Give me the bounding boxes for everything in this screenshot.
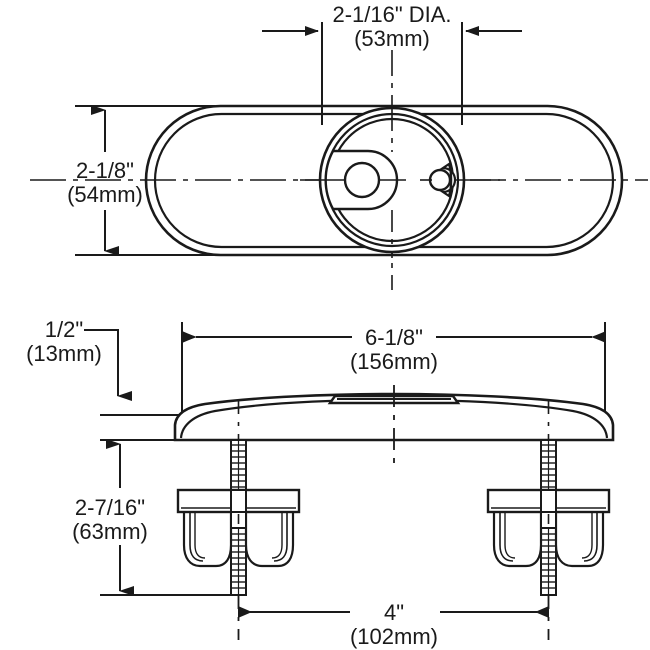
bolt-spacing-arrowhead-left <box>238 606 252 618</box>
left-clamp-leg-shade-4 <box>271 510 283 559</box>
thickness-leader-line <box>84 329 132 401</box>
length-dim-imperial: 6-1/8" <box>365 325 423 350</box>
right-bolt-shank-at-bar <box>540 489 557 513</box>
thickness-dim-metric: (13mm) <box>26 341 102 366</box>
length-arrowhead-right <box>592 331 606 343</box>
plate-width-dim-metric: (54mm) <box>67 182 143 207</box>
right-clamp-leg-outer <box>554 506 605 568</box>
overflow-small-hole <box>428 168 452 192</box>
bolt-spacing-dim-imperial: 4" <box>384 600 404 625</box>
depth-dim-metric: (63mm) <box>72 519 148 544</box>
right-bolt-clamp-assembly <box>486 400 611 640</box>
depth-dim-imperial: 2-7/16" <box>75 495 145 520</box>
right-clamp-leg-inner <box>492 506 543 568</box>
left-clamp-leg-outer <box>244 506 295 568</box>
plate-width-dim-imperial: 2-1/8" <box>76 158 134 183</box>
top-view-group: 2-1/16" DIA. (53mm) 2-1/8" (54mm) <box>30 2 648 290</box>
right-clamp-leg-shade-1 <box>499 510 514 562</box>
diameter-dim-metric: (53mm) <box>354 26 430 51</box>
thickness-dim-imperial: 1/2" <box>45 317 83 342</box>
lever-pivot-hole <box>343 161 381 199</box>
left-clamp-leg-shade-2 <box>194 510 206 559</box>
left-bolt-shank-at-bar <box>230 489 247 513</box>
right-clamp-leg-shade-3 <box>583 510 598 562</box>
bolt-spacing-dim-metric: (102mm) <box>350 624 438 649</box>
oval-plate-outer-edge <box>144 104 624 257</box>
left-clamp-leg-shade-3 <box>273 510 288 562</box>
left-clamp-leg-inner <box>182 506 233 568</box>
length-dim-metric: (156mm) <box>350 349 438 374</box>
right-clamp-leg-shade-2 <box>504 510 516 559</box>
diameter-dim-imperial: 2-1/16" DIA. <box>332 2 451 27</box>
overflow-hole-tab <box>439 162 457 198</box>
length-arrowhead-left <box>182 331 196 343</box>
right-clamp-leg-shade-4 <box>581 510 593 559</box>
side-view-group: 6-1/8" (156mm) 1/2" (13mm) <box>26 317 615 649</box>
bolt-spacing-arrowhead-right <box>535 606 549 618</box>
left-bolt-clamp-assembly <box>176 400 301 640</box>
left-clamp-leg-shade-1 <box>189 510 204 562</box>
